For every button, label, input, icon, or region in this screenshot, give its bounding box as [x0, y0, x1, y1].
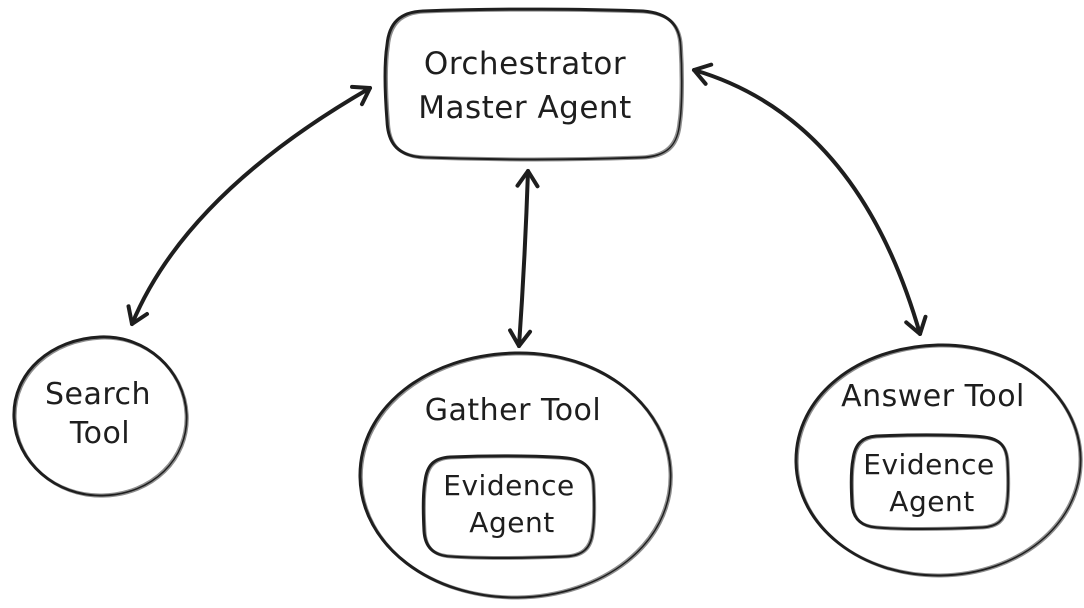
gather-evidence-label-line2: Agent [469, 506, 554, 539]
orchestrator-label-line2: Master Agent [418, 90, 631, 126]
node-answer-tool: Answer Tool Evidence Agent [794, 343, 1083, 578]
gather-evidence-label-line1: Evidence [443, 469, 574, 502]
edge-orchestrator-gather-tool [508, 169, 540, 348]
answer-evidence-label-line2: Agent [889, 485, 974, 518]
answer-tool-label: Answer Tool [841, 379, 1025, 414]
node-gather-evidence-agent: Evidence Agent [421, 454, 597, 560]
node-gather-tool: Gather Tool Evidence Agent [358, 351, 673, 600]
node-search-tool: Search Tool [12, 335, 189, 498]
answer-evidence-label-line1: Evidence [863, 448, 994, 481]
search-tool-label-line2: Tool [69, 416, 130, 451]
gather-tool-label: Gather Tool [425, 393, 602, 428]
node-orchestrator-master-agent: Orchestrator Master Agent [383, 7, 684, 162]
edge-orchestrator-answer-tool [692, 62, 928, 336]
node-answer-evidence-agent: Evidence Agent [849, 433, 1011, 531]
edge-orchestrator-search-tool [126, 84, 372, 326]
search-tool-label-line1: Search [45, 377, 151, 412]
orchestrator-label-line1: Orchestrator [424, 46, 626, 82]
